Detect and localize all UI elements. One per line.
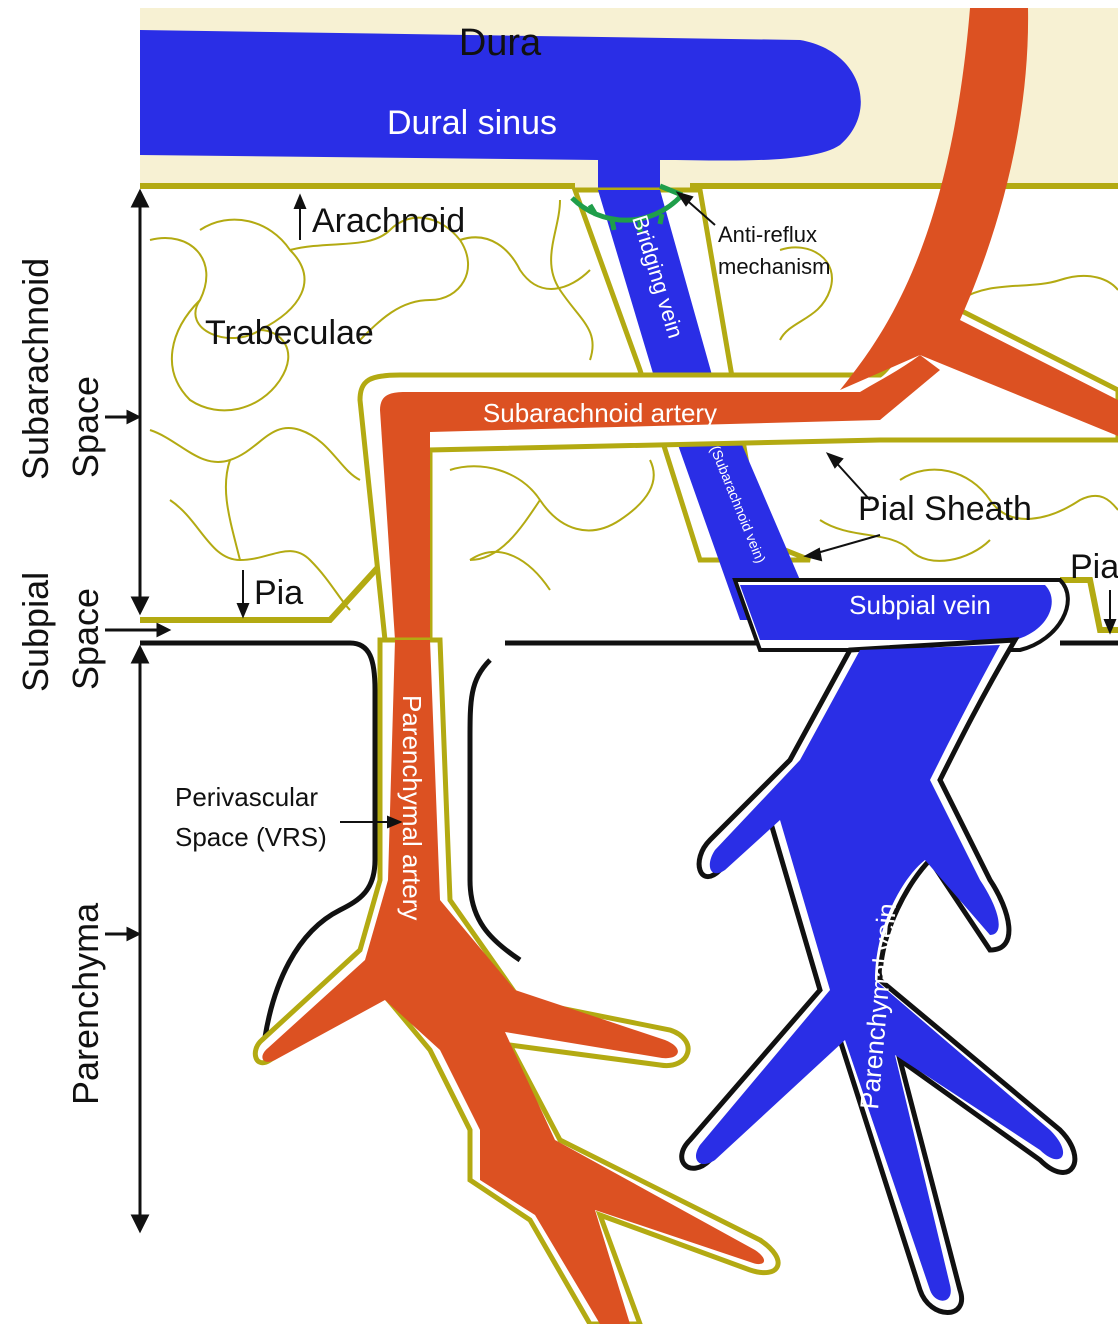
scale-arrows bbox=[105, 192, 168, 1230]
anti-reflux-label-1: Anti-reflux bbox=[718, 222, 817, 247]
pia-right-label: Pia bbox=[1070, 548, 1118, 586]
pia-left-label: Pia bbox=[254, 574, 303, 612]
side-label-subarachnoid-1: Subarachnoid bbox=[15, 258, 56, 480]
side-label-subpial-1: Subpial bbox=[15, 572, 56, 692]
subpial-vein-label: Subpial vein bbox=[849, 590, 991, 620]
dura-label: Dura bbox=[459, 22, 542, 64]
perivascular-label-2: Space (VRS) bbox=[175, 822, 327, 852]
subarachnoid-artery-label: Subarachnoid artery bbox=[483, 398, 717, 428]
side-label-parenchyma: Parenchyma bbox=[65, 902, 106, 1105]
side-label-subarachnoid-2: Space bbox=[65, 376, 106, 478]
parenchymal-artery-label: Parenchymal artery bbox=[397, 695, 427, 920]
perivascular-label-1: Perivascular bbox=[175, 782, 318, 812]
anti-reflux-label-2: mechanism bbox=[718, 254, 830, 279]
dural-sinus-label: Dural sinus bbox=[387, 104, 557, 142]
side-label-subpial-2: Space bbox=[65, 588, 106, 690]
arachnoid-label: Arachnoid bbox=[312, 202, 465, 240]
pial-sheath-label: Pial Sheath bbox=[858, 490, 1032, 528]
trabeculae-label: Trabeculae bbox=[205, 314, 374, 352]
brain-surface-mid bbox=[470, 643, 760, 960]
